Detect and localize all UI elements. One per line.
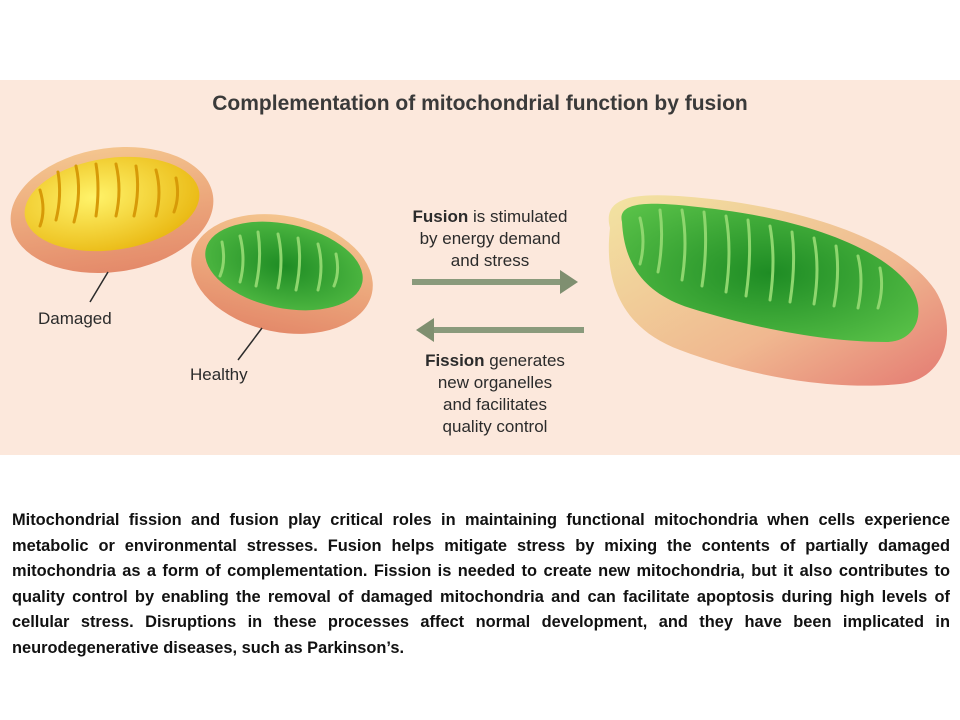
fission-line1: generates — [484, 351, 565, 370]
healthy-mitochondrion — [191, 214, 373, 334]
fusion-keyword: Fusion — [412, 207, 469, 226]
damaged-mitochondrion — [10, 146, 214, 274]
fission-keyword: Fission — [425, 351, 485, 370]
fusion-line1: is stimulated — [468, 207, 568, 226]
fused-cristae — [638, 208, 884, 310]
fission-description: Fission generates new organelles and fac… — [385, 350, 605, 438]
damaged-leader-line — [89, 271, 109, 303]
fused-mitochondrion — [608, 195, 948, 386]
fusion-arrow — [412, 270, 578, 294]
healthy-leader-line — [237, 327, 263, 361]
caption-paragraph: Mitochondrial fission and fusion play cr… — [12, 511, 950, 657]
fission-line2: new organelles — [437, 373, 553, 392]
figure-panel: Complementation of mitochondrial functio… — [0, 80, 960, 455]
fission-line4: quality control — [442, 417, 548, 436]
damaged-label: Damaged — [38, 309, 112, 328]
healthy-label: Healthy — [190, 365, 248, 384]
fission-arrow — [416, 318, 584, 342]
fusion-line3: and stress — [450, 251, 530, 270]
fission-line3: and facilitates — [443, 395, 547, 414]
fusion-description: Fusion is stimulated by energy demand an… — [380, 206, 600, 272]
figure-title: Complementation of mitochondrial functio… — [212, 92, 748, 115]
healthy-cristae — [218, 230, 340, 292]
damaged-cristae — [38, 162, 180, 228]
fusion-line2: by energy demand — [419, 229, 561, 248]
figure-illustration — [10, 146, 948, 386]
